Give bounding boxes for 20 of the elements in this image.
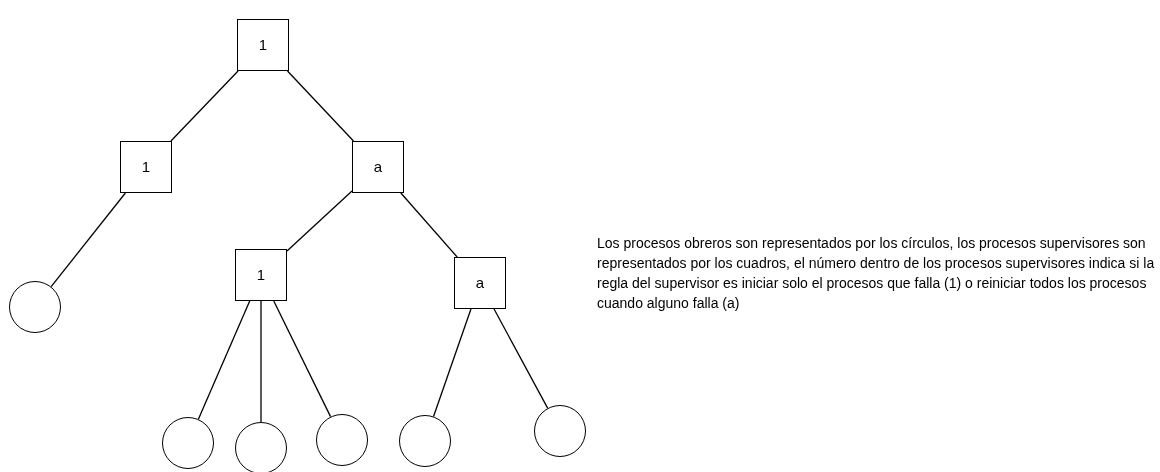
node-label: a: [373, 156, 383, 177]
node-label: a: [475, 272, 485, 293]
explanation-note: Los procesos obreros son representados por los círculos, los procesos supervisores son representados por los cuadros, el número dentro de los procesos supervisores indica si la regla del supervisor es iniciar solo el procesos que falla (1) o reiniciar todos los procesos cuando alguno falla (a): [597, 234, 1156, 313]
supervisor-box: [235, 249, 287, 301]
connector-line: [50, 192, 127, 288]
supervisor-box: [120, 141, 172, 193]
supervisor-box: [352, 141, 404, 193]
supervisor-box: [454, 257, 506, 309]
connector-line: [170, 70, 239, 142]
connector-line: [286, 70, 355, 142]
supervisor-box: [237, 19, 289, 71]
node-label: 1: [258, 34, 268, 55]
connector-line: [493, 308, 549, 409]
node-label: 1: [141, 156, 151, 177]
connector-line: [260, 300, 262, 423]
connector-line: [197, 300, 251, 420]
connector-line: [273, 300, 332, 418]
connector-line: [286, 190, 353, 252]
node-label: 1: [256, 264, 266, 285]
connector-line: [400, 192, 458, 258]
